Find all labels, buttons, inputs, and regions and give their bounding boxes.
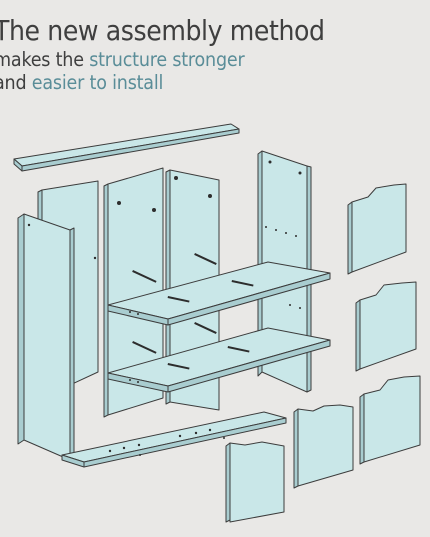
lower-shelf [107,327,331,393]
center-left-divider [103,167,164,418]
headline-line-3: and easier to install [0,71,325,94]
headline-line-3-prefix: and [0,70,27,94]
headline-line-2: makes the structure stronger [0,48,325,71]
door-middle-right [355,281,417,372]
bottom-kickboard [225,441,285,523]
headline-highlight-strength: structure stronger [89,47,245,71]
upper-shelf [107,261,331,326]
door-top-right [347,183,407,275]
bottom-board [61,411,287,468]
headline: The new assembly method makes the struct… [0,14,325,94]
headline-line-1: The new assembly method [0,14,325,47]
top-board [13,123,240,172]
door-bottom-right [359,375,421,465]
left-side-panel [17,213,75,461]
headline-line-2-prefix: makes the [0,47,90,71]
door-bottom-center [293,404,354,489]
headline-highlight-install: easier to install [31,70,164,94]
